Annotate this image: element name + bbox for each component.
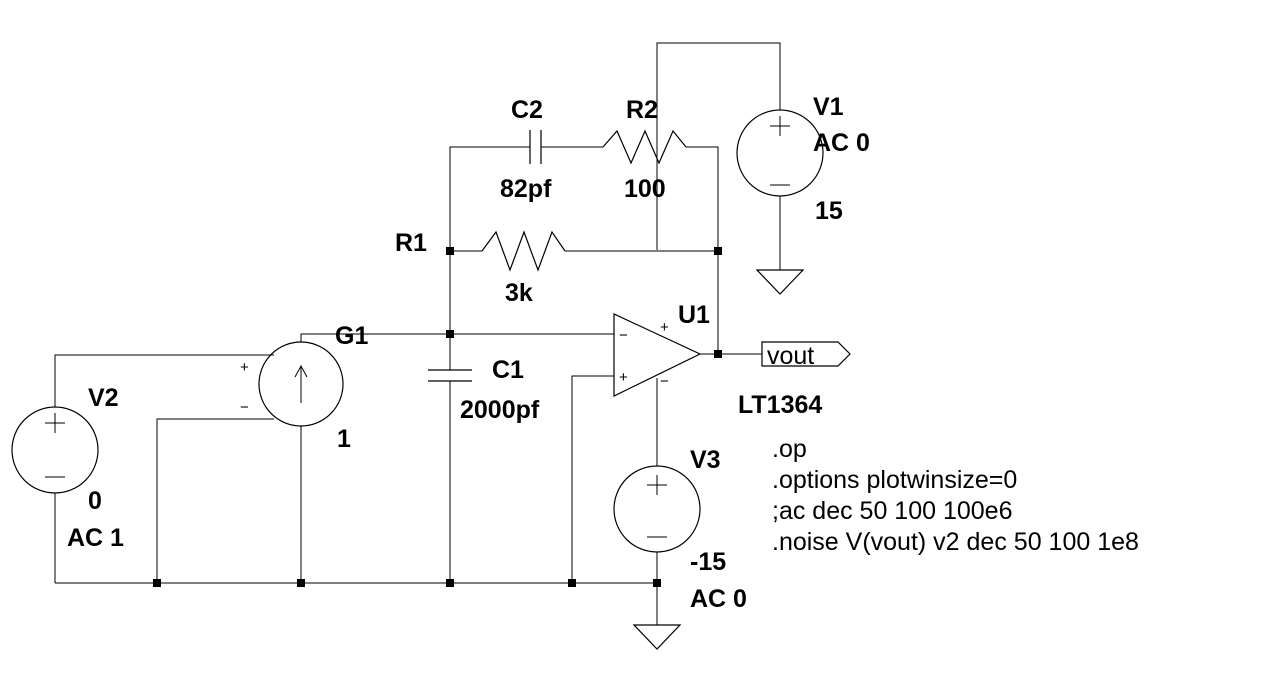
c1-ref: C1	[492, 356, 524, 384]
current-source-g1[interactable]: + −	[240, 341, 344, 427]
voltage-source-v1[interactable]	[736, 109, 824, 197]
voltage-source-v2[interactable]	[11, 406, 99, 494]
junction	[714, 247, 722, 255]
junction	[297, 579, 305, 587]
junction	[446, 330, 454, 338]
c1-value: 2000pf	[460, 396, 540, 424]
wire-c2-left	[449, 146, 530, 251]
junction	[568, 579, 576, 587]
v3-ac: AC 0	[690, 585, 747, 613]
r2-value: 100	[624, 175, 666, 203]
resistor-r2[interactable]	[602, 129, 687, 165]
wire-r2-right	[686, 146, 719, 354]
c2-ref: C2	[511, 96, 543, 124]
junction	[653, 579, 661, 587]
ground-icon	[755, 269, 805, 295]
u1-ref: U1	[678, 301, 710, 329]
current-source-g1-body	[258, 341, 344, 427]
component-labels: C2 82pf R2 100 V1 AC 0 15 R1 3k G1 1 U1 …	[67, 93, 870, 613]
g1-ref: G1	[335, 322, 368, 350]
r1-ref: R1	[395, 229, 427, 257]
wires	[54, 42, 781, 625]
voltage-source-v1-body	[736, 109, 824, 197]
u1-value: LT1364	[738, 391, 822, 419]
wire-v1-top	[656, 42, 781, 250]
opamp-vplus-mark: +	[660, 319, 669, 336]
capacitor-c2[interactable]	[529, 130, 542, 164]
net-label-vout-flag	[761, 341, 851, 367]
wire-g1-to-inv-input	[300, 333, 614, 342]
r1-value: 3k	[505, 279, 533, 307]
wire-g1-control-minus	[156, 418, 274, 583]
v3-value: -15	[690, 548, 726, 576]
junctions	[153, 247, 722, 587]
voltage-source-v3[interactable]	[613, 465, 701, 553]
directive-line: .options plotwinsize=0	[772, 466, 1017, 494]
opamp-u1-body	[613, 313, 702, 397]
ground-v1	[755, 269, 805, 295]
wire-noninv-input	[571, 375, 614, 583]
g1-value: 1	[337, 425, 351, 453]
spice-directives: .op .options plotwinsize=0 ;ac dec 50 10…	[772, 435, 1139, 556]
resistor-r1-zigzag	[481, 230, 566, 272]
voltage-source-v2-body	[11, 406, 99, 494]
c2-value: 82pf	[500, 175, 552, 203]
r2-ref: R2	[626, 96, 658, 124]
current-arrowhead-icon	[294, 364, 308, 378]
resistor-r2-zigzag	[602, 129, 687, 165]
ground-icon	[632, 624, 682, 650]
v2-ac: AC 1	[67, 524, 124, 552]
junction	[446, 247, 454, 255]
voltage-source-v3-body	[613, 465, 701, 553]
v2-ref: V2	[88, 384, 119, 412]
opamp-noninverting-mark: +	[619, 369, 628, 386]
opamp-vminus-mark: −	[660, 373, 669, 390]
directive-line: .noise V(vout) v2 dec 50 100 1e8	[772, 528, 1139, 556]
ground-main	[632, 624, 682, 650]
g1-control-plus-mark: +	[240, 359, 249, 376]
wire-v2-top	[54, 354, 274, 407]
v1-ref: V1	[813, 93, 844, 121]
v1-value: 15	[815, 197, 843, 225]
v3-ref: V3	[690, 446, 721, 474]
capacitor-c1[interactable]	[428, 369, 472, 382]
resistor-r1[interactable]	[481, 230, 566, 272]
junction	[153, 579, 161, 587]
v1-ac: AC 0	[813, 129, 870, 157]
directive-line: .op	[772, 435, 807, 463]
junction	[714, 350, 722, 358]
opamp-inverting-mark: −	[619, 327, 628, 344]
junction	[446, 579, 454, 587]
net-label-vout[interactable]: vout	[761, 341, 851, 370]
directive-line: ;ac dec 50 100 100e6	[772, 497, 1012, 525]
v2-value: 0	[88, 487, 102, 515]
opamp-u1[interactable]: − + + −	[613, 313, 702, 397]
net-label-vout-text: vout	[767, 342, 814, 370]
g1-control-minus-mark: −	[240, 399, 249, 416]
